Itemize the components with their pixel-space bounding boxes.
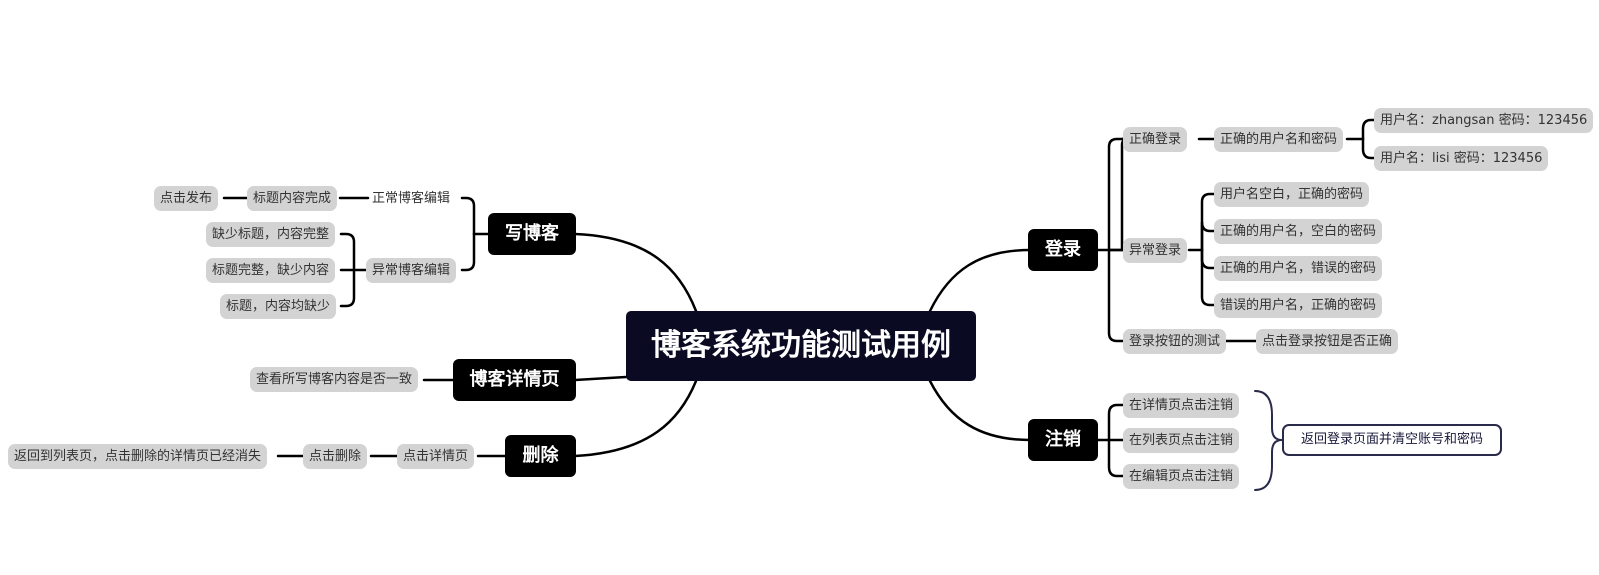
- abnormal-login-node[interactable]: 异常登录: [1123, 238, 1188, 263]
- abnormal-edit-case-3[interactable]: 标题，内容均缺少: [220, 294, 337, 319]
- abnormal-edit-node[interactable]: 异常博客编辑: [366, 258, 457, 283]
- branch-write-blog[interactable]: 写博客: [488, 213, 576, 255]
- abnormal-login-case-2[interactable]: 正确的用户名，空白的密码: [1214, 219, 1383, 244]
- abnormal-edit-case-1[interactable]: 缺少标题，内容完整: [206, 222, 336, 247]
- abnormal-login-case-3[interactable]: 正确的用户名，错误的密码: [1214, 256, 1383, 281]
- delete-step-detail-node[interactable]: 点击详情页: [397, 444, 475, 469]
- abnormal-login-case-4[interactable]: 错误的用户名，正确的密码: [1214, 293, 1383, 318]
- branch-blog-detail[interactable]: 博客详情页: [453, 359, 576, 401]
- credential-zhangsan-node[interactable]: 用户名：zhangsan 密码：123456: [1374, 108, 1594, 133]
- correct-credentials-node[interactable]: 正确的用户名和密码: [1214, 127, 1344, 152]
- logout-detail-node[interactable]: 在详情页点击注销: [1123, 393, 1240, 418]
- branch-delete[interactable]: 删除: [505, 435, 576, 477]
- normal-edit-step-node[interactable]: 标题内容完成: [247, 186, 338, 211]
- logout-edit-node[interactable]: 在编辑页点击注销: [1123, 464, 1240, 489]
- correct-login-node[interactable]: 正确登录: [1123, 127, 1188, 152]
- logout-list-node[interactable]: 在列表页点击注销: [1123, 428, 1240, 453]
- publish-action-node[interactable]: 点击发布: [154, 186, 219, 211]
- branch-login[interactable]: 登录: [1028, 229, 1098, 271]
- login-button-test-node[interactable]: 登录按钮的测试: [1123, 329, 1227, 354]
- normal-edit-node[interactable]: 正常博客编辑: [372, 191, 451, 206]
- abnormal-edit-case-2[interactable]: 标题完整，缺少内容: [206, 258, 336, 283]
- logout-summary-node[interactable]: 返回登录页面并清空账号和密码: [1282, 424, 1502, 456]
- login-button-check-node[interactable]: 点击登录按钮是否正确: [1256, 329, 1399, 354]
- abnormal-login-case-1[interactable]: 用户名空白，正确的密码: [1214, 182, 1370, 207]
- detail-check-node[interactable]: 查看所写博客内容是否一致: [250, 367, 419, 392]
- credential-lisi-node[interactable]: 用户名：lisi 密码：123456: [1374, 146, 1549, 171]
- branch-logout[interactable]: 注销: [1028, 419, 1098, 461]
- delete-result-node[interactable]: 返回到列表页，点击删除的详情页已经消失: [8, 444, 268, 469]
- root-topic[interactable]: 博客系统功能测试用例: [626, 311, 976, 381]
- delete-step-delete-node[interactable]: 点击删除: [303, 444, 368, 469]
